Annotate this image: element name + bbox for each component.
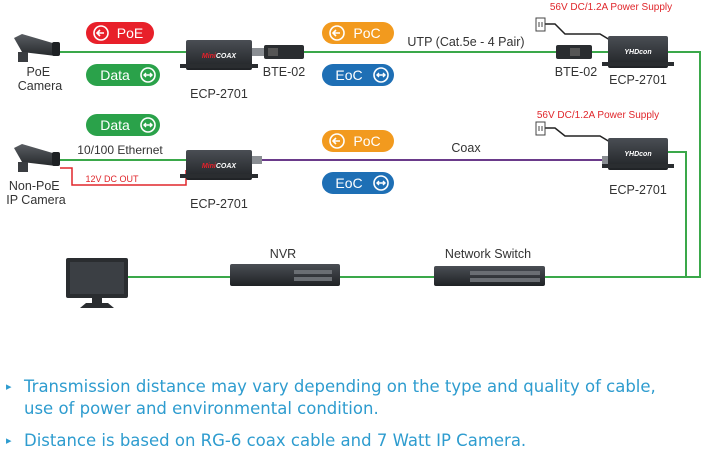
cable-mid-right-down — [668, 151, 687, 277]
bte-label-left: BTE-02 — [263, 65, 305, 79]
eoc-badge-top: EoC — [322, 64, 394, 86]
note-1: ▸Transmission distance may vary dependin… — [6, 377, 656, 418]
double-arrow-icon — [373, 67, 389, 83]
bte-label-right: BTE-02 — [555, 65, 597, 79]
svg-text:PoC: PoC — [353, 25, 380, 41]
network-switch-device — [434, 266, 545, 286]
coax-label: Coax — [451, 141, 481, 155]
ecp-2701-mid-left: MiniCOAX — [180, 150, 262, 180]
psu-cord-top — [545, 23, 611, 41]
eoc-badge-mid: EoC — [322, 172, 394, 194]
poe-camera-icon — [14, 34, 60, 62]
psu-label-top: 56V DC/1.2A Power Supply — [550, 2, 672, 13]
psu-label-mid: 56V DC/1.2A Power Supply — [537, 110, 659, 121]
arrow-left-icon — [93, 25, 109, 41]
poe-camera-label: PoE Camera — [18, 65, 63, 93]
psu-plug-mid-icon — [535, 121, 546, 136]
svg-text:Data: Data — [100, 67, 130, 83]
poc-badge-mid: PoC — [322, 130, 394, 152]
svg-text:MiniCOAX: MiniCOAX — [202, 53, 238, 60]
ecp-2701-mid-right: YHDcon — [602, 138, 674, 170]
svg-text:PoC: PoC — [353, 133, 380, 149]
bullet-icon: ▸ — [6, 434, 12, 447]
double-arrow-icon — [373, 175, 389, 191]
bte-02-left — [252, 45, 304, 59]
bullet-icon: ▸ — [6, 380, 12, 393]
utp-label: UTP (Cat.5e - 4 Pair) — [407, 35, 524, 49]
non-poe-camera-label: Non-PoE IP Camera — [6, 179, 66, 207]
svg-text:PoE: PoE — [117, 25, 143, 41]
psu-cord-mid — [545, 127, 611, 143]
svg-text:YHDcon: YHDcon — [624, 151, 651, 158]
non-poe-camera-icon — [14, 144, 60, 172]
poe-badge: PoE — [86, 22, 154, 44]
switch-label: Network Switch — [445, 247, 531, 261]
ecp-label-mid-left: ECP-2701 — [190, 197, 248, 211]
cable-riser — [545, 51, 701, 278]
arrow-left-icon — [329, 133, 345, 149]
ecp-label-top-left: ECP-2701 — [190, 87, 248, 101]
note-2: ▸Distance is based on RG-6 coax cable an… — [6, 431, 527, 450]
nvr-device — [230, 264, 340, 286]
cable-dc-out — [60, 167, 187, 186]
double-arrow-icon — [140, 117, 156, 133]
data-badge-mid: Data — [86, 114, 160, 136]
svg-text:EoC: EoC — [335, 175, 362, 191]
poc-badge-top: PoC — [322, 22, 394, 44]
nvr-label: NVR — [270, 247, 296, 261]
ecp-label-top-right: ECP-2701 — [609, 73, 667, 87]
data-badge-top: Data — [86, 64, 160, 86]
bte-02-right — [556, 45, 592, 59]
monitor-icon — [66, 258, 128, 308]
psu-plug-top-icon — [535, 17, 546, 32]
ecp-2701-top-left: MiniCOAX — [180, 40, 258, 70]
svg-text:EoC: EoC — [335, 67, 362, 83]
svg-text:Data: Data — [100, 117, 130, 133]
svg-text:MiniCOAX: MiniCOAX — [202, 163, 238, 170]
double-arrow-icon — [140, 67, 156, 83]
ethernet-label: 10/100 Ethernet — [77, 143, 163, 157]
dc-out-label: 12V DC OUT — [85, 174, 139, 184]
ecp-label-mid-right: ECP-2701 — [609, 183, 667, 197]
arrow-left-icon — [329, 25, 345, 41]
svg-text:YHDcon: YHDcon — [624, 49, 651, 56]
ecp-2701-top-right: YHDcon — [602, 36, 674, 68]
